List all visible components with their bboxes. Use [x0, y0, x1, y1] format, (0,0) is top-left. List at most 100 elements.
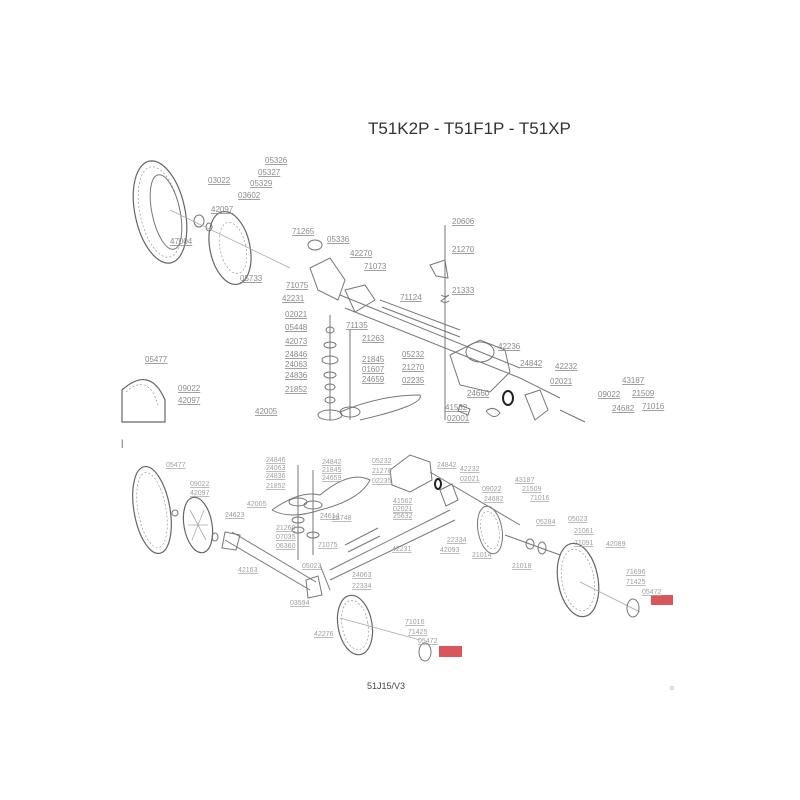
diagram-title: T51K2P - T51F1P - T51XP — [368, 119, 571, 138]
part-number-label: 42097 — [178, 396, 201, 405]
part-number-label: 24846 — [266, 457, 286, 464]
part-number-label: 24063 — [266, 465, 286, 472]
part-number-label: 09022 — [482, 486, 502, 493]
highlighted-part-label-front — [439, 646, 462, 657]
part-number-label: 71016 — [405, 619, 425, 626]
part-number-label: 05327 — [258, 168, 281, 177]
part-number-label: 05326 — [265, 156, 288, 165]
part-number-label: 21845 — [322, 467, 342, 474]
part-number-label: 41562 — [393, 498, 413, 505]
part-number-label: 01607 — [362, 365, 385, 374]
part-number-label: 71016 — [642, 402, 665, 411]
part-number-label: 02235 — [402, 376, 425, 385]
part-number-label: 21270 — [372, 468, 392, 475]
bottom-part-labels: 0547709022420972462342005248462406324836… — [166, 457, 662, 645]
part-number-label: 71425 — [408, 629, 428, 636]
part-number-label: 02235 — [372, 478, 392, 485]
part-number-label: 42270 — [350, 249, 373, 258]
part-number-label: 71135 — [346, 321, 368, 330]
rear-wheel-rim — [193, 210, 252, 286]
part-number-label: 02021 — [460, 476, 480, 483]
part-number-label: 05232 — [372, 458, 392, 465]
part-number-label: 05232 — [402, 350, 425, 359]
part-number-label: 07035 — [276, 534, 296, 541]
part-number-label: 24063 — [352, 572, 372, 579]
gearbox-bottom — [389, 454, 521, 526]
part-number-label: 25632 — [393, 513, 413, 520]
top-part-labels: 0532605327053290302203602420974700471265… — [145, 156, 665, 423]
bottom-exploded-view — [132, 454, 673, 662]
part-number-label: 21018 — [512, 563, 532, 570]
rear-axle-tube — [339, 284, 521, 379]
part-number-label: 21852 — [266, 483, 286, 490]
part-number-label: 24682 — [484, 496, 504, 503]
part-number-label: 42231 — [392, 546, 412, 553]
part-number-label: 24660 — [467, 389, 490, 398]
front-axle — [221, 531, 323, 599]
part-number-label: 05472 — [418, 638, 438, 645]
part-number-label: 71124 — [400, 293, 422, 302]
part-number-label: 05336 — [327, 235, 350, 244]
part-number-label: 03022 — [208, 176, 231, 185]
part-number-label: 42232 — [555, 362, 578, 371]
part-number-label: 05448 — [285, 323, 308, 332]
rear-wheel-tire — [132, 160, 188, 264]
part-number-label: 21845 — [362, 355, 385, 364]
part-number-label: 05329 — [250, 179, 273, 188]
part-number-label: 09022 — [598, 390, 621, 399]
part-number-label: 42005 — [255, 407, 278, 416]
part-number-label: 02021 — [285, 310, 308, 319]
belt-and-pulleys — [271, 465, 371, 560]
part-number-label: 71265 — [292, 227, 315, 236]
part-number-label: 71075 — [318, 542, 338, 549]
part-number-label: 21509 — [522, 486, 542, 493]
part-number-label: 09022 — [178, 384, 201, 393]
top-exploded-view — [121, 160, 586, 423]
part-number-label: 71425 — [626, 579, 646, 586]
part-number-label: 24748 — [332, 515, 352, 522]
part-number-label: 21852 — [285, 385, 308, 394]
part-number-label: 06360 — [276, 543, 296, 550]
part-number-label: 71091 — [574, 540, 594, 547]
part-number-label: 43187 — [515, 477, 535, 484]
part-number-label: 42073 — [285, 337, 308, 346]
part-number-label: 05477 — [145, 355, 168, 364]
part-number-label: 02021 — [393, 506, 413, 513]
part-number-label: 21263 — [362, 334, 385, 343]
part-number-label: 05023 — [302, 563, 322, 570]
highlighted-part-label-rear — [651, 595, 673, 605]
corner-mark: o — [670, 685, 674, 692]
part-number-label: 42276 — [314, 631, 334, 638]
part-number-label: 42232 — [460, 466, 480, 473]
part-number-label: 21269 — [276, 525, 296, 532]
part-number-label: 24842 — [437, 462, 457, 469]
part-number-label: 42097 — [190, 490, 210, 497]
front-left-wheel — [132, 465, 219, 555]
part-number-label: 71075 — [286, 281, 309, 290]
part-number-label: 03594 — [290, 600, 310, 607]
part-number-label: 41562 — [445, 403, 468, 412]
part-number-label: 02001 — [447, 414, 470, 423]
part-number-label: 24659 — [362, 375, 385, 384]
handle-tube — [319, 509, 456, 591]
part-number-label: 22334 — [352, 583, 372, 590]
part-number-label: 42236 — [498, 342, 521, 351]
part-number-label: 05477 — [166, 462, 186, 469]
part-number-label: 22334 — [447, 537, 467, 544]
part-number-label: 21509 — [632, 389, 655, 398]
part-number-label: 24842 — [322, 459, 342, 466]
gearbox — [449, 339, 511, 393]
part-number-label: 21270 — [402, 363, 425, 372]
part-number-label: 71073 — [364, 262, 387, 271]
front-wheel-partial — [121, 379, 166, 423]
part-number-label: 24846 — [285, 350, 308, 359]
drive-wheel-gear — [476, 505, 561, 556]
part-number-label: 24614 — [320, 513, 340, 520]
part-number-label: 21333 — [452, 286, 475, 295]
part-number-label: 71696 — [626, 569, 646, 576]
part-number-label: 02021 — [550, 377, 573, 386]
part-number-label: 24682 — [612, 404, 635, 413]
part-number-label: 21014 — [472, 552, 492, 559]
part-number-label: 24842 — [520, 359, 543, 368]
